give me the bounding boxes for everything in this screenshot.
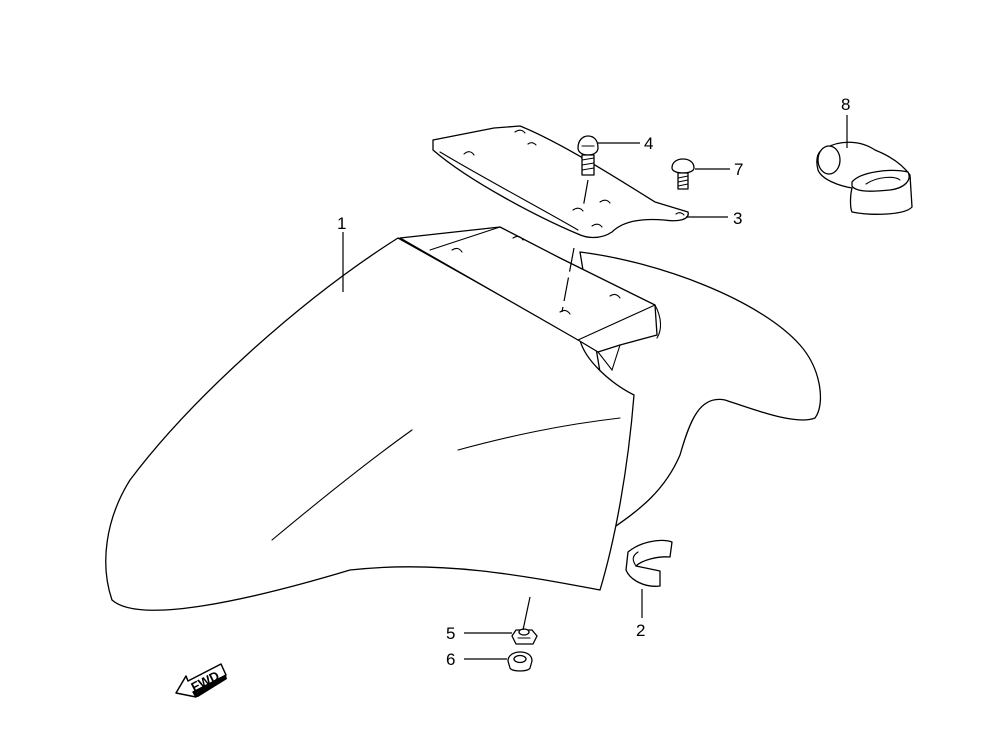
callout-7: 7	[734, 160, 743, 179]
screw-7	[671, 158, 695, 190]
forward-direction-arrow: FWD	[175, 663, 227, 698]
callout-2: 2	[636, 621, 645, 640]
front-fender	[105, 226, 822, 611]
clamp-band	[625, 539, 673, 587]
callout-3: 3	[733, 209, 742, 228]
callout-6: 6	[446, 650, 455, 669]
callout-8: 8	[841, 95, 850, 114]
fender-brace	[432, 125, 689, 239]
install-path-line	[561, 179, 589, 313]
hose-guide	[816, 141, 913, 215]
bolt-4	[577, 135, 599, 176]
callout-4: 4	[644, 134, 653, 153]
leader-lines	[342, 115, 848, 660]
callout-5: 5	[446, 624, 455, 643]
washer-nut-6	[507, 651, 533, 672]
nut-5	[511, 628, 538, 645]
callout-1: 1	[337, 214, 346, 233]
